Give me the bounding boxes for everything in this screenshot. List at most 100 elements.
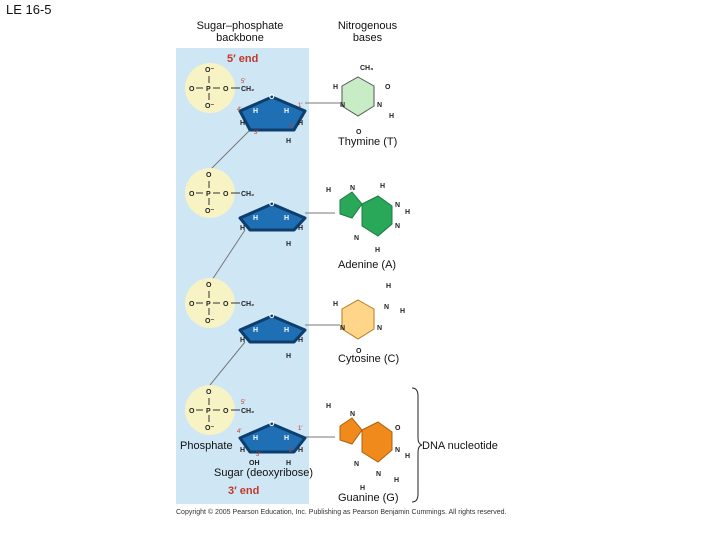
svg-text:CH₂: CH₂ xyxy=(241,408,254,415)
svg-text:H: H xyxy=(360,485,365,492)
svg-text:O: O xyxy=(269,201,275,208)
deoxyribose-sugar-2: O H H H H H xyxy=(238,201,307,248)
svg-text:O: O xyxy=(356,129,362,136)
svg-text:O: O xyxy=(223,301,229,308)
svg-text:O: O xyxy=(385,84,391,91)
svg-text:P: P xyxy=(206,191,211,198)
svg-text:N: N xyxy=(384,304,389,311)
nucleotide-label: DNA nucleotide xyxy=(422,440,498,452)
svg-text:4′: 4′ xyxy=(237,429,242,435)
svg-text:3′: 3′ xyxy=(254,130,259,136)
svg-text:H: H xyxy=(240,337,245,344)
svg-text:OH: OH xyxy=(249,460,260,467)
svg-text:O: O xyxy=(206,172,212,179)
svg-text:N: N xyxy=(354,461,359,468)
svg-text:H: H xyxy=(284,435,289,442)
backbone-heading-line2: backbone xyxy=(216,32,264,44)
svg-text:H: H xyxy=(389,113,394,120)
svg-text:5′: 5′ xyxy=(241,400,246,406)
svg-text:O: O xyxy=(269,421,275,428)
svg-text:H: H xyxy=(326,187,331,194)
svg-text:O: O xyxy=(223,408,229,415)
phosphate-group-3: O O P O O⁻ CH₂ xyxy=(185,278,254,328)
svg-text:H: H xyxy=(284,215,289,222)
cytosine-ring: H N H H N N O xyxy=(333,283,405,355)
svg-text:N: N xyxy=(395,447,400,454)
phosphate-group-4: O O P O O⁻ CH₂ xyxy=(185,385,254,435)
phosphate-group-2: O O P O O⁻ CH₂ xyxy=(185,168,254,218)
base-label-thymine: Thymine (T) xyxy=(338,136,398,148)
svg-text:N: N xyxy=(395,202,400,209)
svg-text:H: H xyxy=(284,108,289,115)
phosphate-label: Phosphate xyxy=(180,440,233,452)
svg-text:O: O xyxy=(223,86,229,93)
svg-text:O: O xyxy=(269,313,275,320)
svg-text:O⁻: O⁻ xyxy=(205,318,214,325)
svg-text:H: H xyxy=(286,241,291,248)
bases-heading: Nitrogenous bases xyxy=(320,20,415,44)
svg-text:N: N xyxy=(354,235,359,242)
svg-text:H: H xyxy=(400,308,405,315)
svg-text:2′: 2′ xyxy=(289,448,294,454)
svg-text:H: H xyxy=(253,215,258,222)
deoxyribose-sugar-1: O H H H H H 5′ 4′ 1′ 3′ 2′ xyxy=(237,79,307,145)
svg-text:N: N xyxy=(340,102,345,109)
bases-heading-line1: Nitrogenous xyxy=(337,20,398,32)
svg-text:N: N xyxy=(340,325,345,332)
svg-text:O: O xyxy=(223,191,229,198)
phosphate-group-1: O⁻ O P O O⁻ CH₂ xyxy=(185,63,254,113)
svg-text:H: H xyxy=(394,477,399,484)
svg-text:P: P xyxy=(206,301,211,308)
svg-text:P: P xyxy=(206,86,211,93)
figure-label: LE 16-5 xyxy=(6,2,52,17)
nucleotide-bracket xyxy=(411,387,423,503)
svg-text:H: H xyxy=(298,447,303,454)
base-label-guanine: Guanine (G) xyxy=(338,492,399,504)
svg-text:N: N xyxy=(376,471,381,478)
svg-text:4′: 4′ xyxy=(237,107,242,113)
svg-text:H: H xyxy=(298,337,303,344)
svg-text:O: O xyxy=(269,94,275,101)
svg-text:O: O xyxy=(395,425,401,432)
svg-text:H: H xyxy=(253,435,258,442)
five-prime-end-label: 5′ end xyxy=(227,53,259,65)
svg-text:H: H xyxy=(253,108,258,115)
svg-text:O: O xyxy=(189,301,195,308)
svg-text:H: H xyxy=(326,403,331,410)
svg-text:CH₂: CH₂ xyxy=(241,301,254,308)
svg-text:O: O xyxy=(189,408,195,415)
svg-text:O: O xyxy=(206,389,212,396)
base-label-cytosine: Cytosine (C) xyxy=(338,353,400,365)
svg-text:O⁻: O⁻ xyxy=(205,67,214,74)
svg-text:O: O xyxy=(356,348,362,355)
svg-text:N: N xyxy=(350,185,355,192)
backbone-heading-line1: Sugar–phosphate xyxy=(196,20,284,32)
svg-text:2′: 2′ xyxy=(289,124,294,130)
svg-text:3′: 3′ xyxy=(256,452,261,458)
backbone-heading: Sugar–phosphate backbone xyxy=(180,20,300,44)
bases-heading-line2: bases xyxy=(352,32,383,44)
svg-text:H: H xyxy=(286,353,291,360)
svg-text:N: N xyxy=(395,223,400,230)
svg-text:H: H xyxy=(253,327,258,334)
svg-text:H: H xyxy=(240,447,245,454)
svg-text:H: H xyxy=(333,301,338,308)
svg-text:H: H xyxy=(405,209,410,216)
svg-text:O: O xyxy=(206,282,212,289)
svg-text:O: O xyxy=(189,191,195,198)
thymine-ring: CH₃ O H N H N O xyxy=(333,65,394,136)
svg-text:H: H xyxy=(298,120,303,127)
svg-text:H: H xyxy=(386,283,391,290)
svg-text:1′: 1′ xyxy=(298,426,303,432)
svg-text:O⁻: O⁻ xyxy=(205,425,214,432)
svg-text:CH₂: CH₂ xyxy=(241,86,254,93)
svg-text:H: H xyxy=(286,460,291,467)
guanine-ring: H N O N H N N H H xyxy=(326,403,410,492)
svg-text:H: H xyxy=(284,327,289,334)
svg-text:N: N xyxy=(377,325,382,332)
svg-text:H: H xyxy=(240,225,245,232)
svg-text:H: H xyxy=(240,120,245,127)
svg-text:1′: 1′ xyxy=(298,103,303,109)
svg-text:H: H xyxy=(298,225,303,232)
